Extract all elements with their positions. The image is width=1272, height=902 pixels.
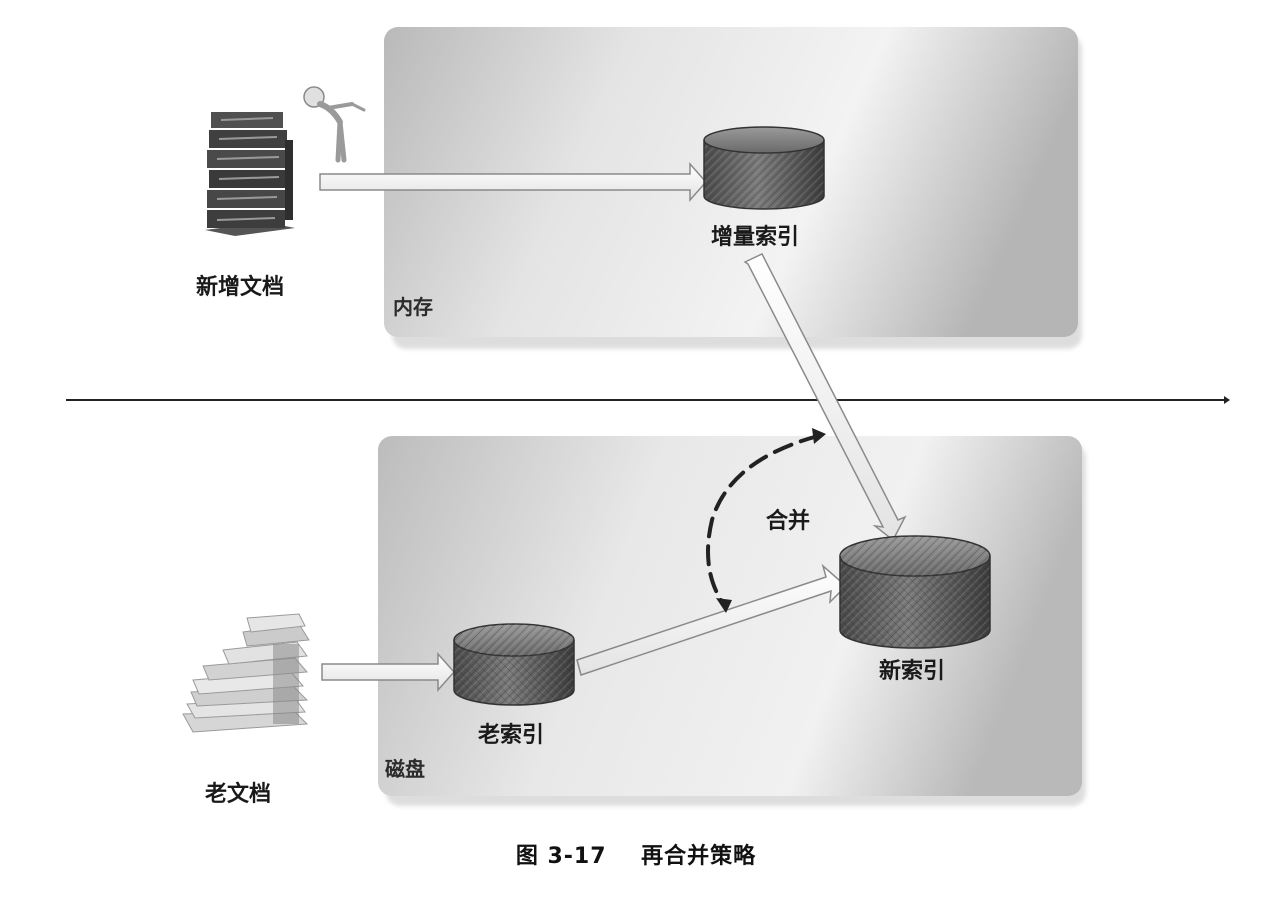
arrow-old-docs-to-old-index — [321, 652, 456, 692]
memory-zone-label: 内存 — [393, 295, 433, 319]
arrow-old-index-to-new-index — [576, 563, 848, 676]
merge-label: 合并 — [766, 508, 810, 534]
new-index-label: 新索引 — [879, 658, 945, 684]
old-index-label: 老索引 — [477, 723, 544, 748]
incremental-index-cylinder-icon — [703, 126, 825, 210]
memory-disk-divider — [66, 396, 1230, 404]
figure-caption: 图 3-17 再合并策略 — [0, 838, 1272, 870]
incremental-index-label: 增量索引 — [711, 224, 799, 250]
old-index-cylinder-icon — [453, 623, 575, 706]
old-docs-label: 老文档 — [204, 781, 271, 807]
arrow-new-docs-to-incremental-index — [319, 162, 708, 202]
new-docs-label: 新增文档 — [196, 274, 284, 300]
figure-number: 图 3-17 — [515, 844, 607, 869]
stick-figure-icon — [303, 86, 366, 163]
binder-stack-icon — [205, 112, 295, 236]
disk-zone-label: 磁盘 — [385, 757, 425, 781]
paper-pile-icon — [182, 613, 310, 733]
new-index-cylinder-icon — [839, 535, 991, 649]
figure-title: 再合并策略 — [641, 844, 757, 869]
merge-dashed-arc — [706, 428, 826, 613]
